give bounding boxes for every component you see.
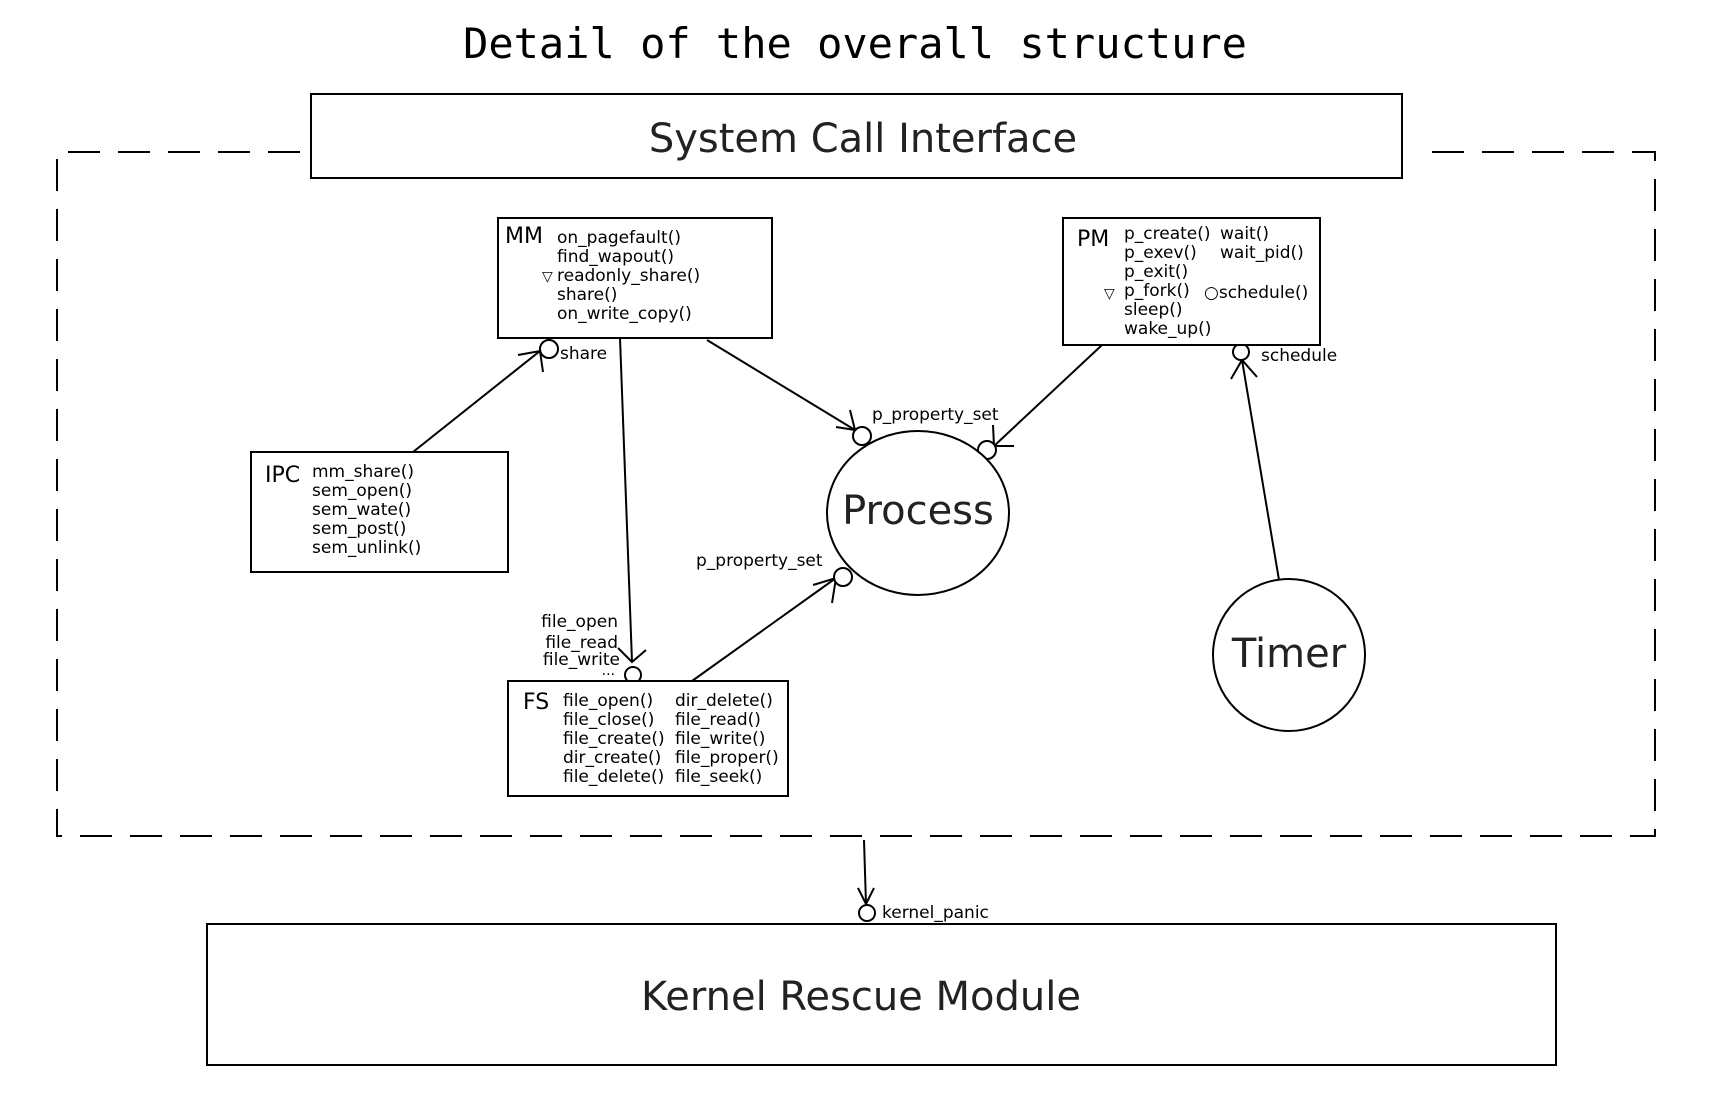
ipc-method: sem_open(): [312, 481, 412, 501]
port-label-kernel-panic: kernel_panic: [882, 903, 989, 923]
fs-name: FS: [523, 690, 549, 715]
ipc-method: sem_wate(): [312, 500, 411, 520]
timer-label: Timer: [1231, 631, 1347, 677]
port-label-file-write: file_write: [543, 650, 620, 670]
mm-method: on_pagefault(): [557, 228, 681, 248]
mm-method: on_write_copy(): [557, 304, 692, 324]
pm-method: p_exit(): [1124, 262, 1188, 282]
mm-share-port: [539, 339, 559, 359]
process-component: Process: [826, 430, 1010, 596]
port-label-p-property-set: p_property_set: [872, 405, 999, 425]
port-label-more: ...: [602, 663, 615, 679]
fs-method: file_proper(): [675, 748, 779, 768]
pm-method: p_exev(): [1124, 243, 1197, 263]
fs-method: file_read(): [675, 710, 761, 730]
timer-component: Timer: [1212, 578, 1366, 732]
ipc-name: IPC: [265, 463, 300, 488]
port-label-share: share: [560, 344, 607, 364]
fs-method: file_write(): [675, 729, 765, 749]
port-label-file-open: file_open: [541, 612, 618, 632]
kernel-rescue-module: Kernel Rescue Module: [206, 923, 1557, 1066]
pm-method: p_fork(): [1124, 281, 1190, 301]
ipc-method: sem_unlink(): [312, 538, 421, 558]
system-call-interface-label: System Call Interface: [649, 116, 1077, 162]
pm-method: sleep(): [1124, 300, 1183, 320]
mm-method: share(): [557, 285, 617, 305]
pm-method: wait(): [1220, 224, 1269, 244]
mm-marker: ▽: [542, 269, 553, 285]
kernel-rescue-module-label: Kernel Rescue Module: [641, 974, 1081, 1020]
ipc-method: mm_share(): [312, 462, 414, 482]
mm-component: MM ▽ on_pagefault() find_wapout() readon…: [497, 217, 773, 339]
process-port-fs: [833, 567, 853, 587]
diagram-title: Detail of the overall structure: [463, 19, 1247, 68]
kernel-boundary: [56, 151, 1656, 837]
process-port-mm: [852, 426, 872, 446]
pm-method: p_create(): [1124, 224, 1211, 244]
pm-component: PM ▽ p_create() p_exev() p_exit() p_fork…: [1062, 217, 1321, 346]
pm-method: wake_up(): [1124, 319, 1211, 339]
pm-schedule-port: [1232, 343, 1250, 361]
pm-marker: ▽: [1104, 286, 1115, 302]
ipc-component: IPC mm_share() sem_open() sem_wate() sem…: [250, 451, 509, 573]
fs-method: dir_create(): [563, 748, 661, 768]
system-call-interface: System Call Interface: [310, 93, 1403, 179]
port-label-p-property-set: p_property_set: [696, 551, 823, 571]
fs-method: file_close(): [563, 710, 654, 730]
fs-method: dir_delete(): [675, 691, 773, 711]
ipc-method: sem_post(): [312, 519, 406, 539]
connections: [412, 337, 1280, 905]
mm-method: readonly_share(): [557, 266, 700, 286]
mm-name: MM: [505, 224, 543, 249]
fs-method: file_delete(): [563, 767, 664, 787]
port-label-file-read: file_read: [545, 633, 618, 653]
fs-component: FS file_open() file_close() file_create(…: [507, 680, 789, 797]
process-label: Process: [842, 488, 994, 534]
fs-method: file_open(): [563, 691, 653, 711]
pm-name: PM: [1077, 227, 1109, 252]
mm-method: find_wapout(): [557, 247, 674, 267]
arrow-heads: [517, 349, 1258, 907]
port-label-schedule: schedule: [1261, 346, 1337, 366]
fs-method: file_create(): [563, 729, 665, 749]
fs-method: file_seek(): [675, 767, 762, 787]
pm-method: wait_pid(): [1220, 243, 1304, 263]
pm-method: ○schedule(): [1204, 283, 1308, 303]
kernel-panic-port: [858, 904, 876, 922]
